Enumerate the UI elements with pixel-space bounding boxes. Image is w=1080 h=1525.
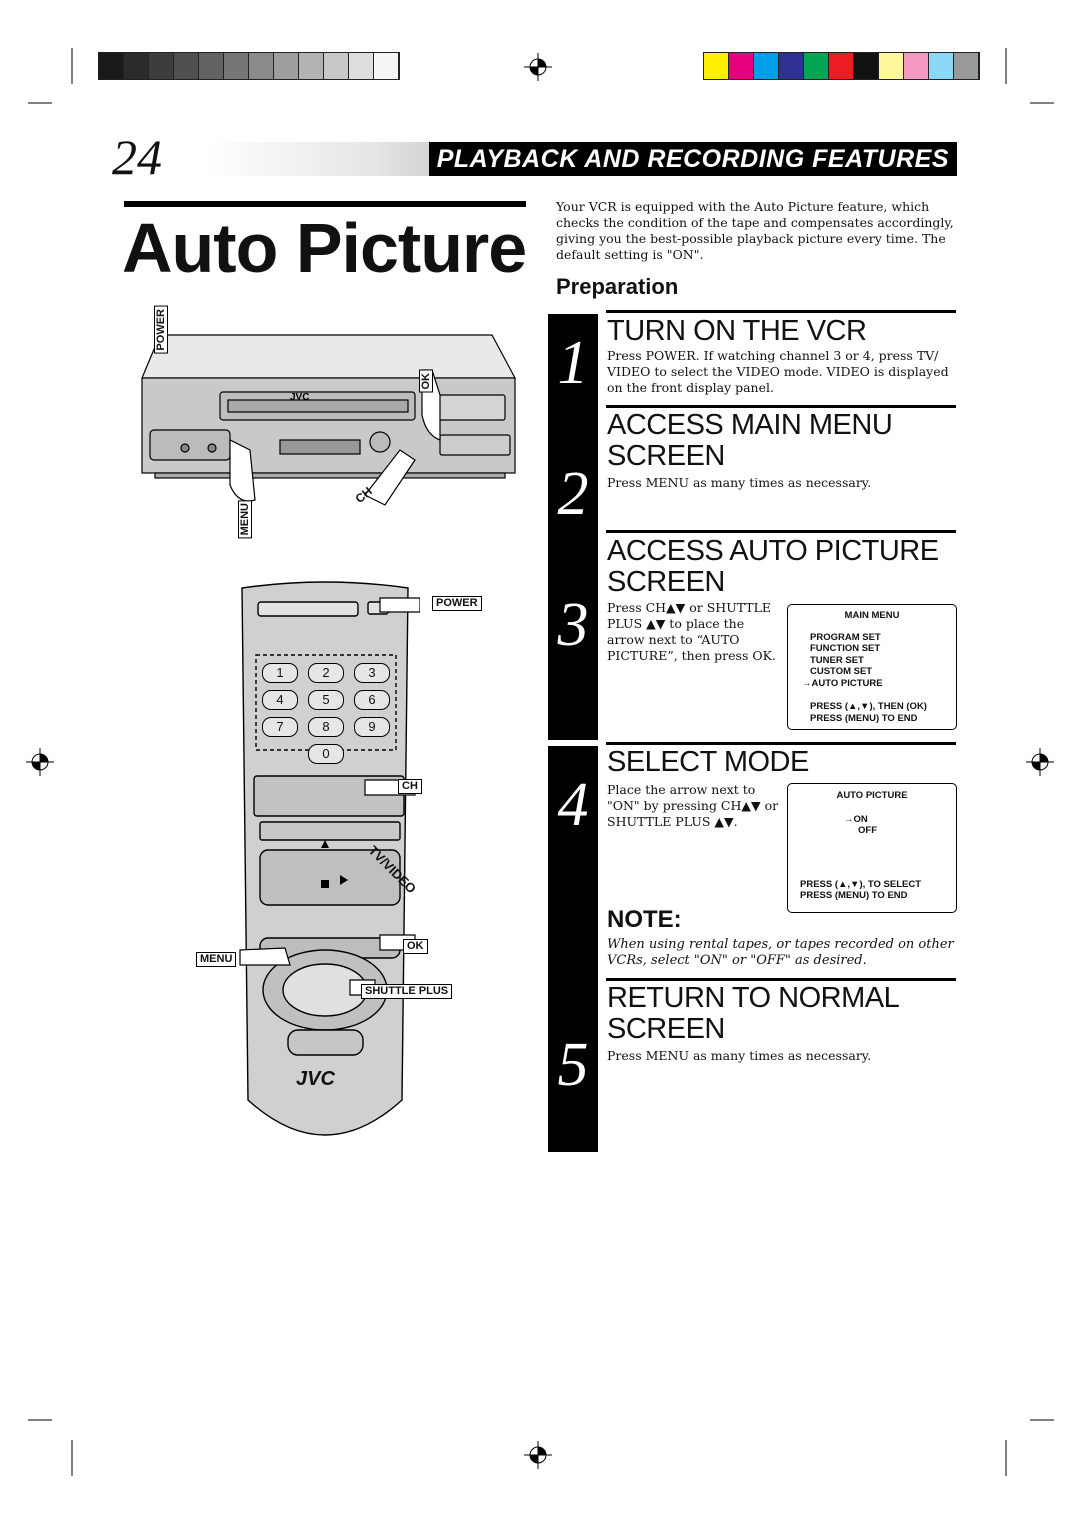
section-header: PLAYBACK AND RECORDING FEATURES bbox=[428, 142, 957, 176]
main-menu-item: FUNCTION SET bbox=[810, 643, 881, 654]
gray-swatch bbox=[374, 53, 399, 79]
main-menu-item: TUNER SET bbox=[810, 654, 864, 666]
remote-power-label: POWER bbox=[432, 596, 482, 611]
keypad-key: 0 bbox=[308, 744, 344, 764]
remote-ch-label: CH bbox=[398, 779, 422, 794]
gray-swatch bbox=[99, 53, 124, 79]
step-3-title-line1: ACCESS AUTO PICTURE bbox=[607, 535, 939, 567]
step-4-title: SELECT MODE bbox=[607, 746, 809, 778]
keypad-key: 8 bbox=[308, 717, 344, 737]
vcr-menu-label: MENU bbox=[238, 500, 252, 539]
remote-brand-logo: JVC bbox=[296, 1068, 335, 1090]
page-number: 24 bbox=[112, 129, 162, 185]
color-swatch bbox=[954, 53, 979, 79]
remote-shuttle-plus-label: SHUTTLE PLUS bbox=[361, 984, 453, 999]
gray-swatch bbox=[174, 53, 199, 79]
step-4-rule bbox=[606, 742, 956, 745]
main-menu-title: MAIN MENU bbox=[844, 610, 900, 621]
vcr-illustration: JVC bbox=[141, 334, 517, 506]
vcr-ok-label: OK bbox=[419, 370, 433, 393]
gray-swatch bbox=[274, 53, 299, 79]
preparation-heading: Preparation bbox=[556, 274, 679, 299]
step-1-number: 1 bbox=[548, 314, 598, 420]
color-swatch bbox=[904, 53, 929, 79]
main-menu-footer2: PRESS (MENU) TO END bbox=[810, 712, 918, 724]
gray-swatch bbox=[299, 53, 324, 79]
keypad-key: 3 bbox=[354, 663, 390, 683]
color-swatch bbox=[704, 53, 729, 79]
remote-menu-label: MENU bbox=[196, 952, 237, 967]
intro-paragraph: Your VCR is equipped with the Auto Pictu… bbox=[556, 199, 954, 262]
step-2-title-line1: ACCESS MAIN MENU bbox=[607, 409, 893, 441]
auto-picture-option-on: →ON bbox=[844, 813, 868, 825]
gray-swatch bbox=[199, 53, 224, 79]
color-swatch bbox=[854, 53, 879, 79]
auto-picture-screen: AUTO PICTURE →ON OFF PRESS (▲,▼), TO SEL… bbox=[787, 783, 957, 913]
title-rule bbox=[124, 201, 526, 207]
step-5-number: 5 bbox=[548, 982, 598, 1152]
grayscale-calibration-bar bbox=[98, 52, 400, 80]
keypad-key: 4 bbox=[262, 690, 298, 710]
keypad-key: 2 bbox=[308, 663, 344, 683]
step-5-body: Press MENU as many times as necessary. bbox=[607, 1048, 872, 1063]
color-swatch bbox=[804, 53, 829, 79]
keypad-key: 6 bbox=[354, 690, 390, 710]
step-1-rule bbox=[606, 310, 956, 313]
auto-picture-option-off: OFF bbox=[858, 825, 877, 836]
auto-picture-title: AUTO PICTURE bbox=[836, 790, 908, 801]
step-3-number: 3 bbox=[548, 534, 598, 740]
vcr-power-label: POWER bbox=[154, 306, 168, 354]
step-1-title: TURN ON THE VCR bbox=[607, 315, 867, 347]
page-title: Auto Picture bbox=[122, 209, 527, 287]
gray-swatch bbox=[349, 53, 374, 79]
step-5-rule bbox=[606, 978, 956, 981]
keypad-key: 9 bbox=[354, 717, 390, 737]
step-4-number: 4 bbox=[548, 746, 598, 1004]
color-swatch bbox=[829, 53, 854, 79]
gray-swatch bbox=[124, 53, 149, 79]
step-5-title-line1: RETURN TO NORMAL bbox=[607, 982, 900, 1014]
step-2-title-line2: SCREEN bbox=[607, 440, 725, 472]
gray-swatch bbox=[324, 53, 349, 79]
main-menu-item: CUSTOM SET bbox=[810, 666, 873, 677]
step-1-body: Press POWER. If watching channel 3 or 4,… bbox=[607, 348, 949, 395]
auto-picture-footer1: PRESS (▲,▼), TO SELECT bbox=[800, 878, 922, 890]
color-swatch bbox=[879, 53, 904, 79]
color-calibration-bar bbox=[703, 52, 980, 80]
section-header-band: PLAYBACK AND RECORDING FEATURES bbox=[205, 142, 957, 176]
keypad-key: 5 bbox=[308, 690, 344, 710]
gray-swatch bbox=[149, 53, 174, 79]
main-menu-footer1: PRESS (▲,▼), THEN (OK) bbox=[810, 701, 927, 712]
step-3-body: Press CH▲▼ or SHUTTLE PLUS ▲▼ to place t… bbox=[607, 600, 776, 663]
gray-swatch bbox=[224, 53, 249, 79]
step-4-body: Place the arrow next to "ON" by pressing… bbox=[607, 782, 779, 829]
main-menu-item: PROGRAM SET bbox=[810, 631, 881, 643]
auto-picture-footer2: PRESS (MENU) TO END bbox=[800, 890, 908, 901]
step-5-title-line2: SCREEN bbox=[607, 1013, 725, 1045]
main-menu-item: →AUTO PICTURE bbox=[802, 677, 883, 689]
color-swatch bbox=[929, 53, 954, 79]
step-3-title-line2: SCREEN bbox=[607, 566, 725, 598]
remote-ok-label: OK bbox=[403, 939, 428, 954]
svg-text:JVC: JVC bbox=[290, 392, 309, 403]
step-2-body: Press MENU as many times as necessary. bbox=[607, 475, 872, 490]
color-swatch bbox=[754, 53, 779, 79]
step-2-rule bbox=[606, 405, 956, 408]
gray-swatch bbox=[249, 53, 274, 79]
note-body: When using rental tapes, or tapes record… bbox=[607, 937, 954, 968]
color-swatch bbox=[779, 53, 804, 79]
note-title: NOTE: bbox=[607, 906, 682, 933]
step-3-rule bbox=[606, 530, 956, 533]
keypad-key: 7 bbox=[262, 717, 298, 737]
keypad-key: 1 bbox=[262, 663, 298, 683]
color-swatch bbox=[729, 53, 754, 79]
